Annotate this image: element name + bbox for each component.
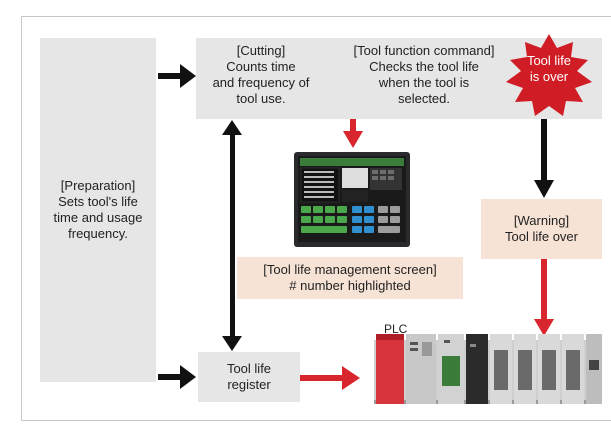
tool-function-command-box: [Tool function command] Checks the tool … xyxy=(326,38,522,119)
screen-caption-line: [Tool life management screen] xyxy=(263,262,437,277)
preparation-line: time and usage xyxy=(53,210,143,225)
plc-rack-image xyxy=(374,334,602,404)
warning-line: Tool life over xyxy=(505,229,578,244)
command-line: when the tool is xyxy=(378,75,470,90)
preparation-box: [Preparation] Sets tool's life time and … xyxy=(40,38,156,382)
warning-box: [Warning] Tool life over xyxy=(481,199,602,259)
badge-line: Tool life xyxy=(526,53,572,68)
warning-line: [Warning] xyxy=(513,213,570,228)
arrow-prep-to-cutting xyxy=(158,64,196,88)
preparation-line: Sets tool's life xyxy=(58,194,138,209)
cutting-line: [Cutting] xyxy=(236,43,286,58)
command-line: [Tool function command] xyxy=(353,43,495,58)
arrow-prep-to-register xyxy=(158,365,196,389)
preparation-line: [Preparation] xyxy=(60,178,136,193)
tool-life-register-box: Tool life register xyxy=(198,352,300,402)
cutting-box: [Cutting] Counts time and frequency of t… xyxy=(196,38,326,119)
arrow-warning-to-plc xyxy=(534,259,554,336)
preparation-line: frequency. xyxy=(68,226,128,241)
cutting-line: tool use. xyxy=(236,91,286,106)
register-line: Tool life xyxy=(226,361,272,376)
tool-life-over-starburst xyxy=(506,34,592,116)
tool-life-management-screen-caption: [Tool life management screen] # number h… xyxy=(237,257,463,299)
command-line: Checks the tool life xyxy=(369,59,479,74)
register-line: register xyxy=(227,377,271,392)
cutting-line: Counts time xyxy=(226,59,296,74)
arrow-cutting-register-bidirectional xyxy=(222,120,242,351)
tool-life-over-badge-text: Tool life is over xyxy=(502,53,596,85)
screen-caption-line: # number highlighted xyxy=(289,278,411,293)
cutting-line: and frequency of xyxy=(212,75,310,90)
arrow-command-to-screen xyxy=(343,119,363,148)
screen-monitor-image xyxy=(294,152,410,247)
plc-label: PLC xyxy=(384,322,408,336)
command-line: selected. xyxy=(397,91,451,106)
badge-line: is over xyxy=(529,69,569,84)
arrow-register-to-plc xyxy=(300,366,360,390)
arrow-overlimit-to-warning xyxy=(534,119,554,198)
